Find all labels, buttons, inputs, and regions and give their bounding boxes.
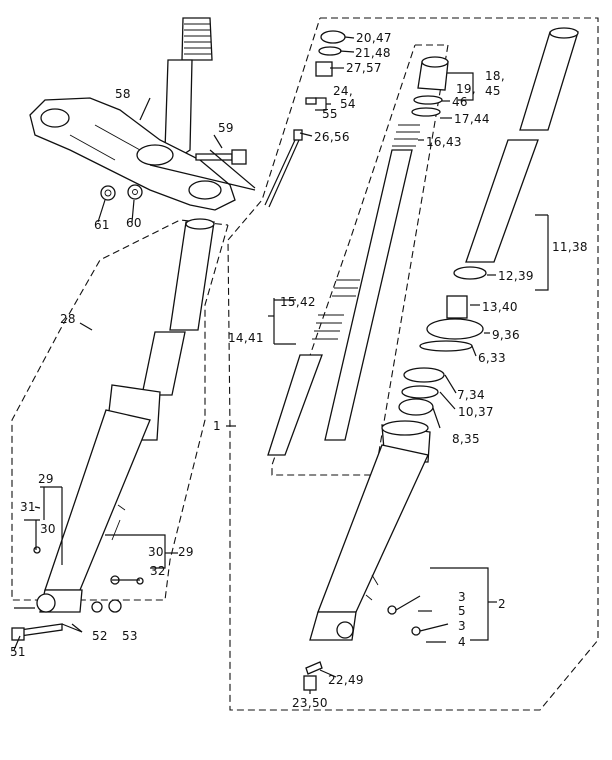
steering-stem: [164, 17, 213, 161]
spring-assembly-boundary: [271, 44, 449, 476]
leader-lines: [13, 36, 549, 694]
nut-and-washer: [100, 184, 143, 201]
callout-29-right: 29: [178, 545, 194, 559]
callout-11-38: 11,38: [552, 240, 588, 254]
callout-24-54-a: 24,: [333, 84, 353, 98]
callout-30-right: 30: [148, 545, 164, 559]
callout-30-left: 30: [40, 522, 56, 536]
callout-16-43: 16,43: [426, 135, 462, 149]
callout-13-40: 13,40: [482, 300, 518, 314]
callout-3-lower: 3: [458, 619, 466, 633]
callout-26-56: 26,56: [314, 130, 350, 144]
right-outer-tube: [309, 420, 431, 641]
callout-58: 58: [115, 87, 131, 101]
callout-32: 32: [150, 564, 166, 578]
right-assembly-boundary: [227, 17, 599, 711]
callout-12-39: 12,39: [498, 269, 534, 283]
left-fork-assembly: [36, 218, 215, 613]
callout-17-44: 17,44: [454, 112, 490, 126]
callout-29-top: 29: [38, 472, 54, 486]
washer-3b: [411, 626, 421, 636]
callout-20-47: 20,47: [356, 31, 392, 45]
gasket-22: [305, 661, 323, 675]
callout-9-36: 9,36: [492, 328, 520, 342]
callout-22-49: 22,49: [328, 673, 364, 687]
fork-spring-assembly: [267, 56, 449, 456]
callout-4: 4: [458, 635, 466, 649]
callout-23-50: 23,50: [292, 696, 328, 710]
callout-28: 28: [60, 312, 76, 326]
screw-31: [33, 546, 41, 554]
callout-labels: 58 59 61 60 28 29 31 30 30 29 32 52 53 5…: [10, 31, 588, 710]
right-inner-tube: [453, 27, 579, 280]
callout-55: 55: [322, 107, 338, 121]
damper-rod-parts: [264, 30, 346, 208]
screw-32: [136, 577, 144, 585]
axle-pinch-bolt: [11, 623, 63, 641]
callout-24-54-b: 54: [340, 97, 356, 111]
callout-2: 2: [498, 597, 506, 611]
callout-53: 53: [122, 629, 138, 643]
callout-8-35: 8,35: [452, 432, 480, 446]
callout-18-45-b: 45: [485, 84, 501, 98]
callout-1: 1: [213, 419, 221, 433]
callout-6-33: 6,33: [478, 351, 506, 365]
callout-10-37: 10,37: [458, 405, 494, 419]
callout-7-34: 7,34: [457, 388, 485, 402]
callout-5: 5: [458, 604, 466, 618]
callout-14-41: 14,41: [228, 331, 264, 345]
callout-18-45-a: 18,: [485, 69, 505, 83]
callout-27-57: 27,57: [346, 61, 382, 75]
callout-61: 61: [94, 218, 110, 232]
callout-52: 52: [92, 629, 108, 643]
right-seal-stack: [398, 295, 484, 416]
callout-31: 31: [20, 500, 36, 514]
drain-bolt-23: [303, 675, 317, 691]
callout-19-46-b: 46: [452, 95, 468, 109]
callout-19-46-a: 19,: [456, 82, 476, 96]
washer-52: [91, 601, 103, 613]
callout-60: 60: [126, 216, 142, 230]
under-bracket: [29, 97, 236, 211]
pinch-bolt: [195, 149, 247, 165]
callout-21-48: 21,48: [355, 46, 391, 60]
washer-3a: [387, 605, 397, 615]
callout-3-upper: 3: [458, 590, 466, 604]
callout-15-42: 15,42: [280, 295, 316, 309]
cap-53: [108, 599, 122, 613]
callout-59: 59: [218, 121, 234, 135]
callout-51: 51: [10, 645, 26, 659]
left-assembly-boundary: [11, 219, 229, 601]
